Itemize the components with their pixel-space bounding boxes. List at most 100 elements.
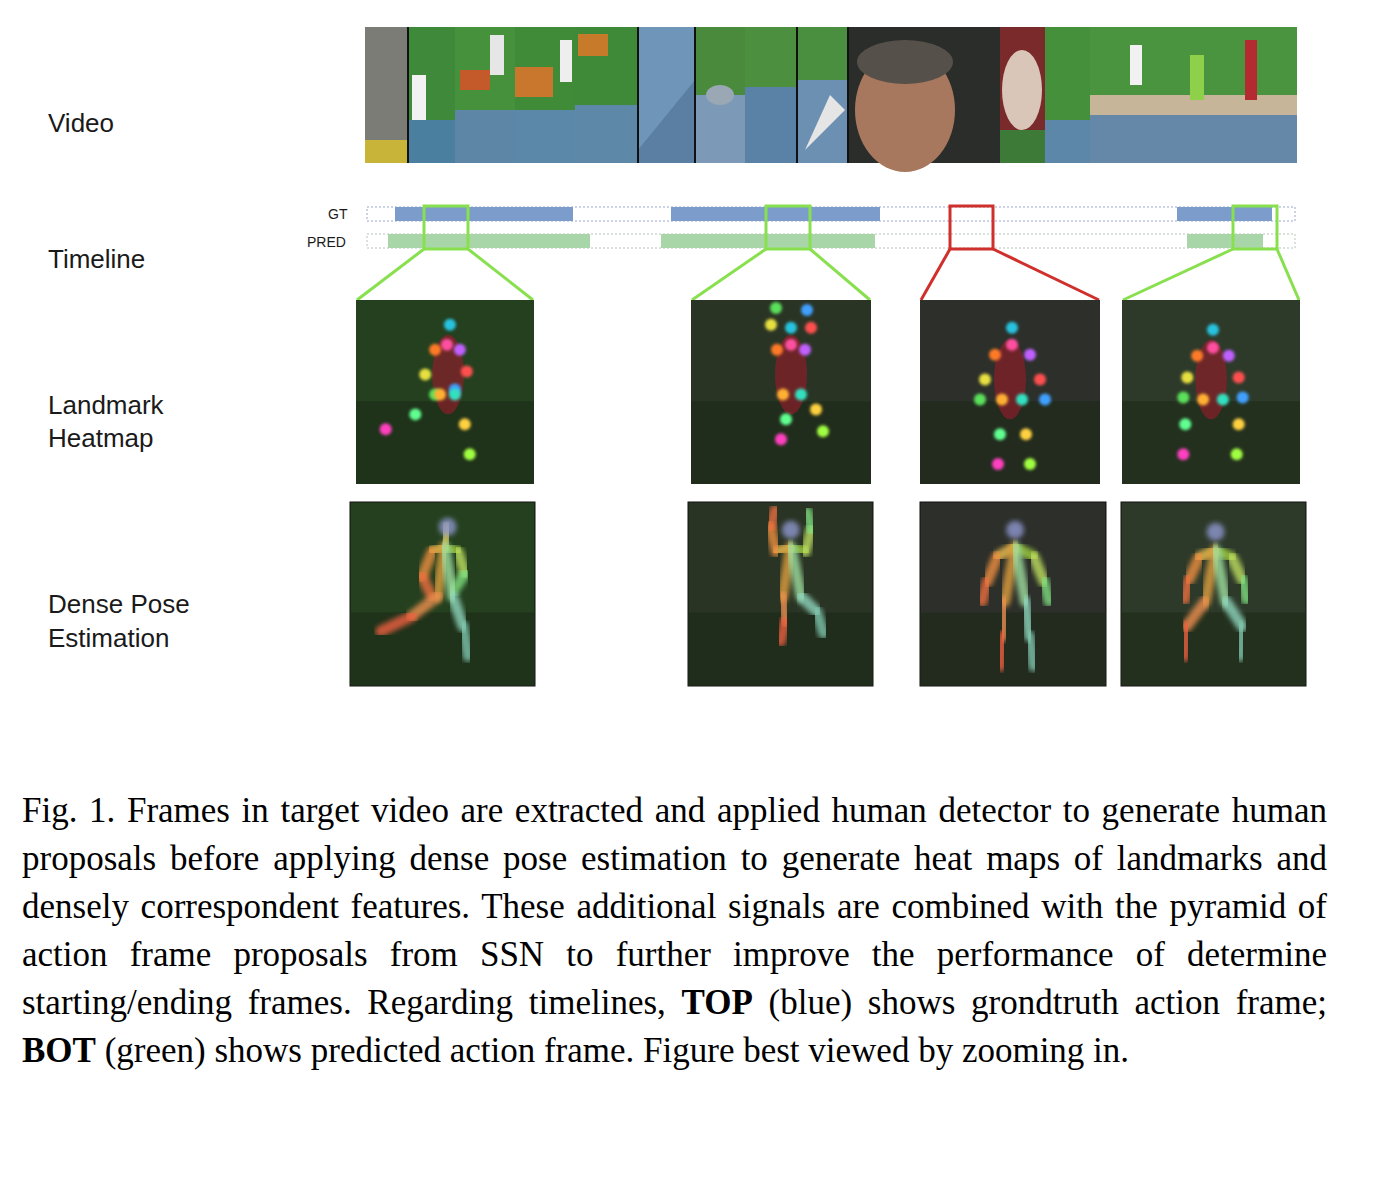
landmark-dot (996, 393, 1008, 405)
landmark-dot (1207, 342, 1219, 354)
figure-shape (455, 27, 515, 163)
landmark-dot (1034, 374, 1046, 386)
figure-shape (692, 249, 766, 300)
densepose-limb (816, 611, 823, 633)
densepose-limb (422, 577, 432, 597)
landmark-dot (801, 304, 813, 316)
figure-shape (388, 234, 590, 248)
landmark-dot (1020, 428, 1032, 440)
figure-shape (408, 27, 455, 163)
landmark-dot (1231, 448, 1243, 460)
figure-shape (638, 27, 695, 163)
landmark-dot (1006, 322, 1018, 334)
figure-shape (1090, 112, 1297, 163)
landmark-dot (1237, 391, 1249, 403)
figure-shape (671, 207, 880, 221)
figure-shape (1130, 45, 1142, 85)
landmark-dot (459, 418, 471, 430)
densepose-limb (781, 621, 786, 641)
landmark-dot (765, 319, 777, 331)
figure-shape (661, 234, 875, 248)
heatmap-panel (920, 300, 1100, 484)
figure-shape (857, 40, 953, 84)
timeline (357, 206, 1299, 300)
figure-shape (367, 234, 1295, 248)
row-label: Dense Pose Estimation (48, 587, 213, 655)
figure-shape (575, 105, 638, 163)
landmark-dot (1181, 372, 1193, 384)
figure-shape (694, 27, 696, 163)
densepose-limb (791, 547, 801, 597)
landmark-dot (799, 344, 811, 356)
densepose-head (1207, 523, 1225, 541)
figure-shape (1245, 40, 1257, 100)
densepose-limb (770, 510, 775, 527)
landmark-dot (1179, 418, 1191, 430)
densepose-limb (381, 616, 412, 631)
figure-shape (1000, 130, 1045, 163)
figure-shape (1187, 234, 1263, 248)
figure-shape (1090, 27, 1297, 163)
densepose-limb (1030, 636, 1034, 666)
landmark-dot (380, 423, 392, 435)
figure-shape (460, 70, 490, 90)
densepose-limb (445, 547, 453, 597)
figure-shape (766, 206, 810, 249)
densepose-limb (807, 512, 811, 530)
figure-shape (1190, 55, 1204, 100)
densepose-limb (1242, 580, 1246, 600)
densepose-limb (1015, 547, 1025, 602)
densepose-head (1006, 521, 1024, 539)
figure-shape (920, 612, 1106, 686)
densepose-panel (920, 502, 1106, 686)
row-label: Timeline (48, 243, 248, 275)
landmark-dot (785, 322, 797, 334)
figure-shape (695, 27, 745, 163)
figure-shape (847, 27, 849, 163)
figure-shape (560, 40, 572, 82)
figure-shape (365, 140, 408, 163)
row-label: Video (48, 107, 248, 139)
track-label: GT (328, 206, 368, 222)
landmark-dot (419, 369, 431, 381)
pose-panels (350, 300, 1306, 686)
densepose-limb (463, 626, 468, 656)
landmark-dot (777, 388, 789, 400)
densepose-panel (1121, 502, 1306, 686)
figure-shape (412, 75, 426, 120)
figure-shape (455, 110, 515, 163)
landmark-dot (454, 344, 466, 356)
landmark-dot (795, 388, 807, 400)
track-label: PRED (307, 234, 357, 250)
figure-shape (578, 34, 608, 56)
figure-shape (695, 95, 745, 163)
figure-shape (1121, 612, 1306, 686)
heatmap-panel (691, 300, 871, 484)
figure-shape (1277, 249, 1299, 300)
figure-shape (515, 110, 575, 163)
landmark-dot (1191, 350, 1203, 362)
landmark-dot (780, 413, 792, 425)
densepose-head (439, 518, 457, 536)
landmark-dot (770, 302, 782, 314)
landmark-dot (771, 344, 783, 356)
landmark-dot (979, 374, 991, 386)
figure-shape (357, 249, 424, 300)
landmark-dot (1016, 393, 1028, 405)
figure-shape (1177, 207, 1272, 221)
densepose-limb (1240, 626, 1242, 656)
landmark-dot (775, 433, 787, 445)
figure-shape (408, 120, 455, 163)
landmark-dot (429, 344, 441, 356)
row-label: Landmark Heatmap (48, 389, 188, 455)
figure-shape (490, 35, 504, 75)
landmark-dot (449, 388, 461, 400)
densepose-limb (1001, 636, 1003, 666)
figure-shape (575, 27, 638, 163)
densepose-panel (350, 502, 535, 686)
figure-shape (950, 206, 993, 249)
figure-shape (797, 27, 848, 163)
landmark-dot (992, 458, 1004, 470)
figure-shape (993, 249, 1099, 300)
heatmap-panel (1122, 300, 1300, 484)
